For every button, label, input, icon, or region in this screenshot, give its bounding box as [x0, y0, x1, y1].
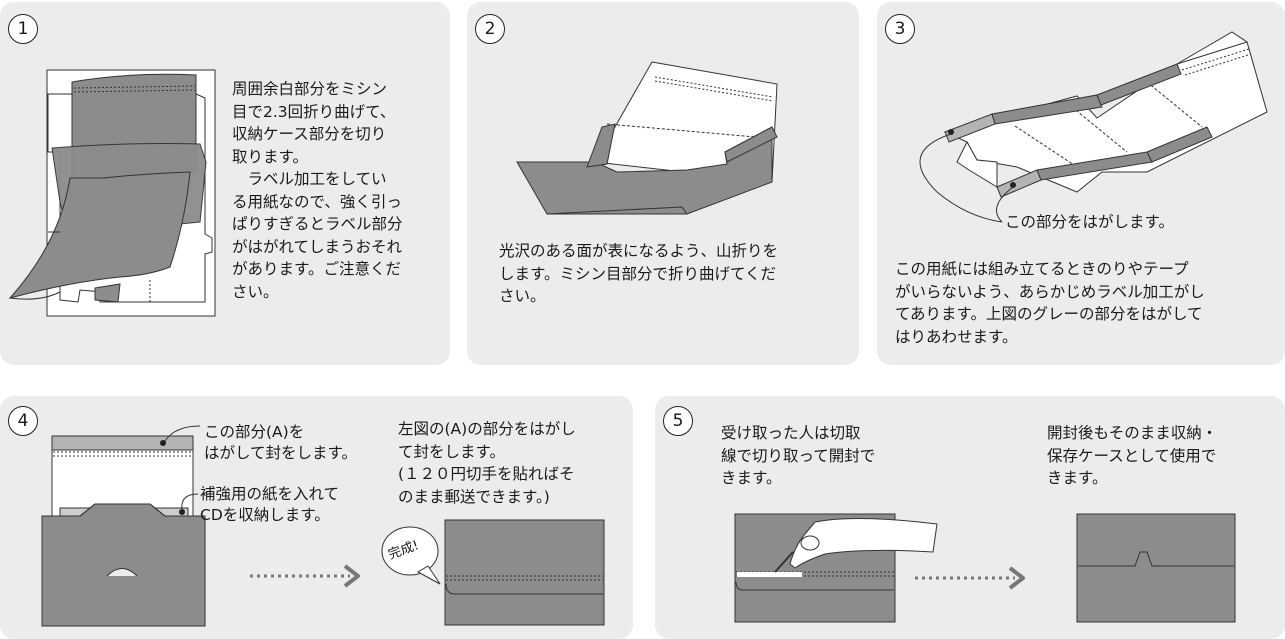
step-number-2: 2 [475, 14, 505, 44]
step-3-text: この用紙には組み立てるときのりやテープ がいらないよう、あらかじめラベル加工がし… [895, 260, 1205, 346]
step-4-callout-b: 補強用の紙を入れて CDを収納します。 [200, 485, 340, 524]
step-number-4: 4 [8, 406, 38, 436]
step-3-callout: この部分をはがします。 [1005, 213, 1174, 231]
step-4-illustration [41, 425, 605, 627]
step-number-1: 1 [8, 14, 38, 44]
step-5-illustration [734, 513, 1236, 623]
step-2-text: 光沢のある面が表になるよう、山折りを します。ミシン目部分で折り曲げてくだ さい… [499, 242, 779, 305]
step-5-text-left: 受け取った人は切取 線で切り取って開封で きます。 [721, 424, 876, 487]
step-5-panel: 5 受け取った人は切取 線で切り取って開封で きます。 開封後もそのまま収納・ … [655, 396, 1285, 639]
step-2-panel: 2 光沢のある面が表になるよう、山折りを します。ミシン目部分で折り曲げてくだ … [467, 2, 859, 365]
step-5-text-right: 開封後もそのまま収納・ 保存ケースとして使用で きます。 [1047, 424, 1218, 487]
step-1-text: 周囲余白部分をミシン 目で2.3回折り曲げて、 収納ケース部分を切り 取ります。… [232, 80, 403, 301]
step-4-text: 左図の(A)の部分をはがし て封をします。 (１２０円切手を貼ればそ のまま郵送… [398, 420, 576, 506]
step-number-5: 5 [663, 406, 693, 436]
step-2-illustration [516, 61, 778, 215]
step-4-panel: 4 この部分(A)を はがして封をします。 補強用 [0, 396, 633, 639]
step-3-illustration [919, 31, 1268, 223]
step-1-panel: 1 周囲余白部分をミシン 目で2.3回折り曲げて、 収納ケース部分を切り 取りま… [0, 2, 450, 365]
step-1-illustration [8, 69, 216, 317]
step-3-panel: 3 この部分をはがします。 この用紙には組み立てるときのりやテープ がいらないよ… [877, 2, 1285, 365]
step-4-callout-a: この部分(A)を はがして封をします。 [204, 423, 357, 462]
step-number-3: 3 [885, 14, 915, 44]
